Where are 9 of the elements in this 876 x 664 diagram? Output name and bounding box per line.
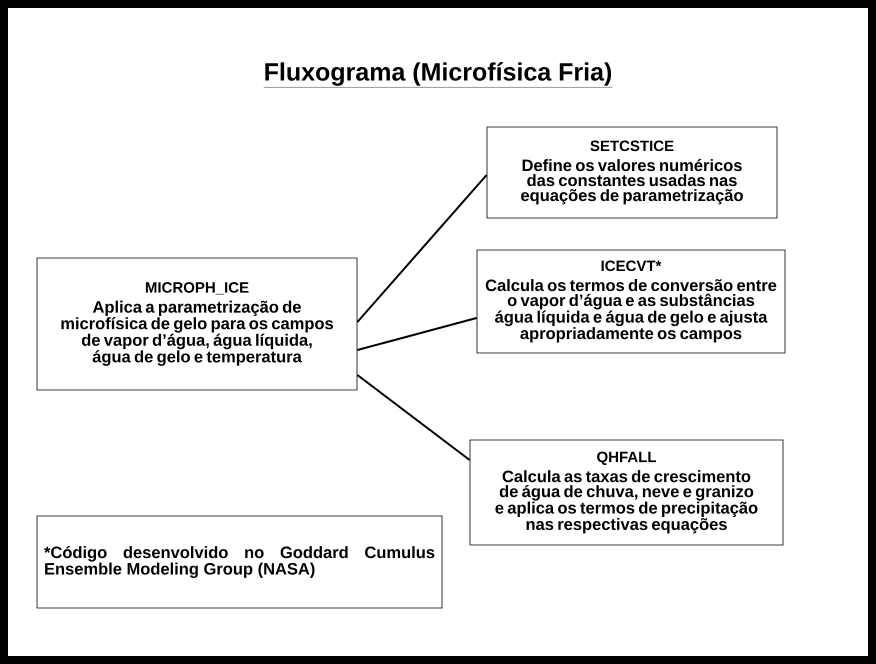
process-box: MICROPH_ICE Aplica a parametrização de microfísica de gelo para os campos de vapor d’água, água líquida, água de gelo e temperatura [36,258,358,390]
title: Fluxograma (Microfísica Fria) [263,62,613,88]
process-box: ICECVT* Calcula os termos de conversão entre o vapor d’água e as substâncias água líquida e água de gelo e ajusta apropriadamente os campos [476,250,786,354]
connector-line [357,317,477,351]
process-box: QHFALL Calcula as taxas de crescimento de água de chuva, neve e granizo e aplica os termos de precipitação nas respectivas equações [470,440,784,546]
connector-line [356,374,470,461]
connector-line [356,174,488,323]
note-box: *Código desenvolvido no Goddard Cumulus Ensemble Modeling Group (NASA) [36,516,442,608]
process-box: SETCSTICE Define os valores numéricos das constantes usadas nas equações de parametrização [486,126,778,218]
